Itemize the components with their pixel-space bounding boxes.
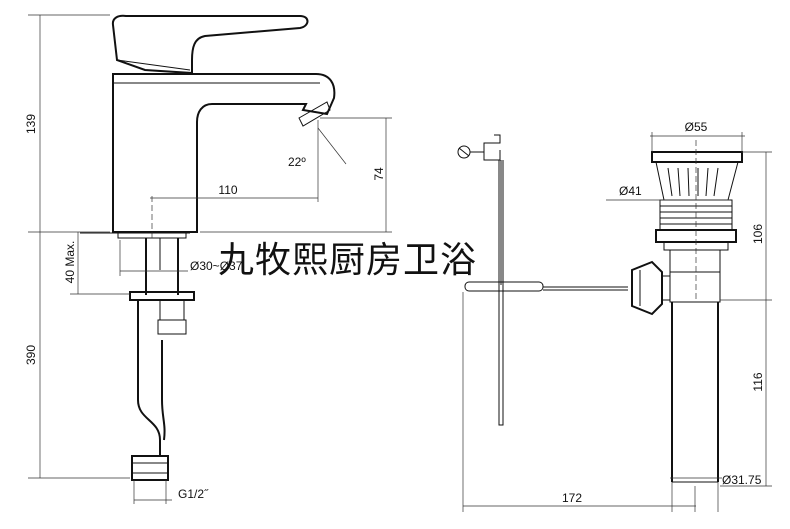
drain-dimension-lines xyxy=(462,132,772,512)
dim-reach-110: 110 xyxy=(218,183,237,197)
faucet-dimension-lines xyxy=(28,14,392,504)
dim-inlet-thread: G1/2˝ xyxy=(178,487,209,501)
faucet-body xyxy=(112,73,336,233)
aerator xyxy=(298,101,331,127)
dim-lower-height-116: 116 xyxy=(751,372,765,391)
drain-drawing xyxy=(631,151,743,483)
dim-upper-height-106: 106 xyxy=(751,224,765,244)
lift-rod xyxy=(498,160,504,426)
mounting-nut xyxy=(129,291,195,301)
dim-angle-22: 22º xyxy=(288,155,306,169)
lift-rod-drawing xyxy=(457,134,628,426)
faucet-handle xyxy=(111,14,309,75)
dim-lever-length-172: 172 xyxy=(562,491,582,505)
dim-top-diameter: Ø55 xyxy=(685,120,708,134)
drain-tail-pipe xyxy=(669,271,721,303)
dim-spout-drop-74: 74 xyxy=(372,167,386,181)
dim-body-diameter: Ø41 xyxy=(619,184,642,198)
dim-deck-40-max: 40 Max. xyxy=(63,241,77,284)
drain-tee-fitting xyxy=(631,260,663,316)
drain-cap xyxy=(651,151,743,163)
hose-fitting xyxy=(131,455,169,481)
dim-hose-390: 390 xyxy=(24,345,38,365)
faucet-drawing xyxy=(80,14,336,481)
flexible-hose xyxy=(137,300,161,456)
dim-tail-diameter: Ø31.75 xyxy=(722,473,762,487)
dim-hole-diameter: Ø30~Ø37 xyxy=(190,259,243,273)
pivot-lever xyxy=(464,281,544,292)
brand-watermark: 九牧熙厨房卫浴 xyxy=(218,240,477,281)
dim-height-139: 139 xyxy=(24,114,38,134)
